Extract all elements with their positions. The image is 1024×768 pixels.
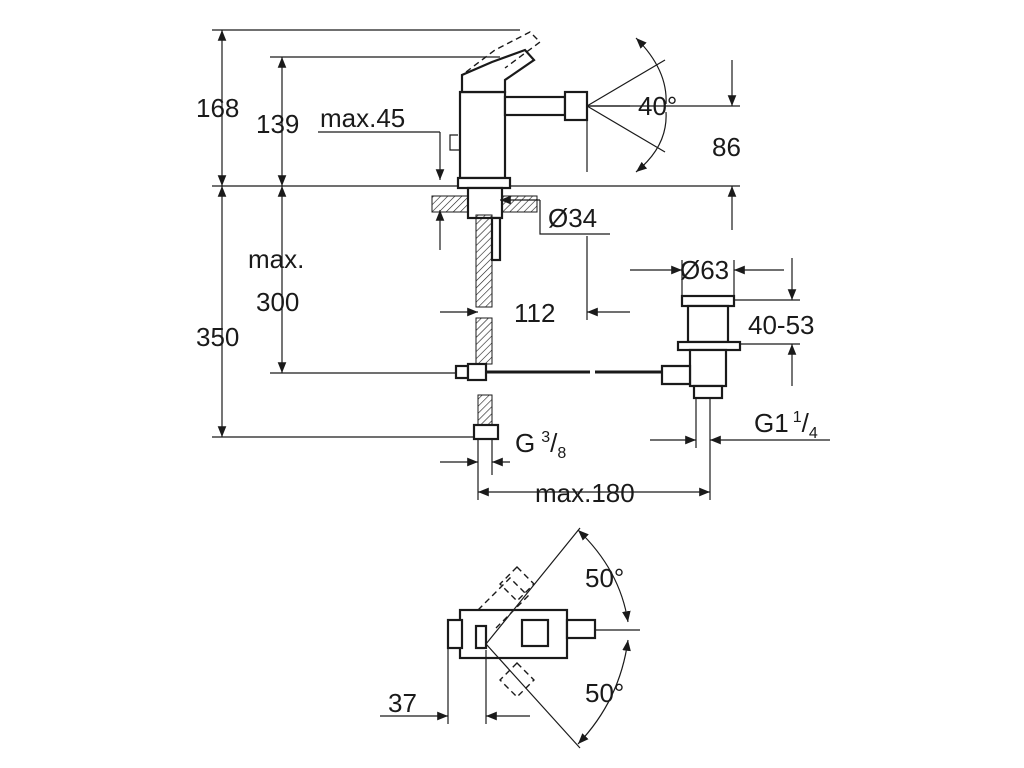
supply-hose: [477, 394, 493, 426]
thread-g1-letter: G1: [754, 408, 789, 438]
top-lever-stub: [446, 618, 464, 650]
angle50-arc-bottom: [577, 639, 631, 745]
spout-nozzle: [563, 90, 589, 122]
front-view: [212, 29, 830, 500]
drain-tail: [688, 348, 728, 388]
handle-ghost-top: [499, 566, 535, 602]
label-angle50-top: 50°: [585, 563, 624, 593]
top-spout: [565, 618, 597, 640]
label-angle40: 40°: [638, 91, 677, 121]
label-37: 37: [388, 688, 417, 718]
angle50-arc-top: [577, 529, 631, 623]
faucet-body: [458, 90, 507, 180]
drain-body: [686, 304, 730, 344]
label-max-word: max.: [248, 244, 304, 274]
angle-arc-down: [635, 111, 667, 173]
drain-flange: [680, 294, 736, 308]
faucet-base: [456, 176, 512, 190]
label-max45: max.45: [320, 103, 405, 133]
label-86: 86: [712, 132, 741, 162]
dia34-leader: [539, 200, 610, 235]
supply-nut: [472, 423, 500, 441]
flex-hose-1: [475, 214, 493, 308]
pop-up-rod: [449, 134, 460, 151]
rotation-ray-down: [485, 643, 581, 749]
label-angle50-bottom: 50°: [585, 678, 624, 708]
fixing-rod: [490, 216, 502, 262]
lever-open-ghost: [465, 31, 542, 73]
label-350: 350: [196, 322, 239, 352]
mounting-shank: [466, 186, 504, 220]
thread-g1-num: 1: [793, 409, 802, 426]
top-view: [380, 527, 640, 749]
faucet-spout: [503, 95, 567, 117]
drain-nut: [676, 340, 742, 352]
top-popup-knob: [474, 624, 488, 650]
thread-g1-den: 4: [809, 425, 818, 442]
label-139: 139: [256, 109, 299, 139]
thread-g-letter: G: [515, 428, 535, 458]
thread-g-sep: /: [550, 428, 558, 458]
label-168: 168: [196, 93, 239, 123]
thread-g1-sep: /: [802, 408, 810, 438]
thread-g-den: 8: [557, 445, 566, 462]
label-dia34: Ø34: [548, 203, 597, 233]
thread-g-num: 3: [541, 429, 550, 446]
angle-ray-down: [586, 105, 666, 153]
link-end-knob: [454, 364, 470, 380]
top-handle-square: [520, 618, 550, 648]
label-112: 112: [514, 298, 555, 328]
rotation-ray-up: [485, 527, 581, 645]
drain-lever-housing: [660, 364, 692, 386]
flex-hose-2: [475, 317, 493, 365]
link-clamp: [466, 362, 488, 382]
label-300: 300: [256, 287, 299, 317]
label-max180: max.180: [535, 478, 635, 508]
drain-outlet: [692, 384, 724, 400]
label-40-53: 40-53: [748, 310, 815, 340]
label-dia63: Ø63: [680, 255, 729, 285]
angle-ray-up: [586, 59, 666, 107]
lever-handle: [460, 48, 536, 94]
angle-arc-up: [635, 37, 667, 105]
